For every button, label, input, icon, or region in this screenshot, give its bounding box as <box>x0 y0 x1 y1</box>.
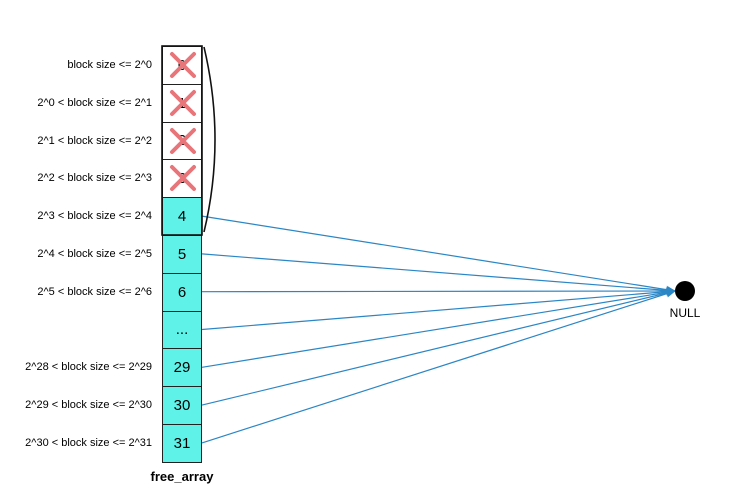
pointer-arrow <box>201 289 676 444</box>
pointer-arrow <box>201 215 676 294</box>
range-label: 2^28 < block size <= 2^29 <box>25 361 152 374</box>
range-label: 2^1 < block size <= 2^2 <box>37 134 152 147</box>
cross-icon <box>170 89 196 116</box>
null-terminator-icon <box>675 281 695 301</box>
pointer-arrow <box>201 288 676 368</box>
range-label: 2^3 < block size <= 2^4 <box>37 210 152 223</box>
cross-icon <box>170 127 196 154</box>
null-label: NULL <box>669 306 701 320</box>
cell-index: 4 <box>177 208 187 226</box>
range-label: 2^29 < block size <= 2^30 <box>25 399 152 412</box>
cell-index: 5 <box>177 245 187 263</box>
cross-icon <box>170 165 196 192</box>
array-cell: 5 <box>162 235 202 274</box>
array-cell: 0 <box>162 46 202 85</box>
range-label: 2^2 < block size <= 2^3 <box>37 172 152 185</box>
array-cell: 4 <box>162 197 202 236</box>
unused-range-bracket <box>203 46 216 233</box>
array-cell: 1 <box>162 83 202 123</box>
array-cell: 2 <box>162 121 202 161</box>
array-cell: 29 <box>162 348 202 388</box>
range-label: 2^5 < block size <= 2^6 <box>37 285 152 298</box>
pointer-arrow <box>201 289 676 406</box>
cross-icon <box>170 52 196 78</box>
range-label: 2^0 < block size <= 2^1 <box>37 96 152 109</box>
cell-index: 29 <box>173 359 191 377</box>
range-label: 2^4 < block size <= 2^5 <box>37 247 152 260</box>
array-caption: free_array <box>150 469 214 484</box>
array-cell: 6 <box>162 272 202 312</box>
array-cell: 30 <box>162 386 202 425</box>
pointer-arrow <box>201 253 676 295</box>
cell-index: 31 <box>173 434 191 452</box>
cell-index: 6 <box>177 283 187 301</box>
range-label: block size <= 2^0 <box>67 58 152 71</box>
array-cell: 3 <box>162 159 202 199</box>
pointer-arrow <box>201 287 676 296</box>
array-cell: 31 <box>162 424 202 463</box>
array-cell: ... <box>162 310 202 350</box>
pointer-arrow <box>201 287 676 331</box>
range-label: 2^30 < block size <= 2^31 <box>25 436 152 449</box>
cell-index: 30 <box>173 397 191 415</box>
cell-index: ... <box>175 321 189 339</box>
